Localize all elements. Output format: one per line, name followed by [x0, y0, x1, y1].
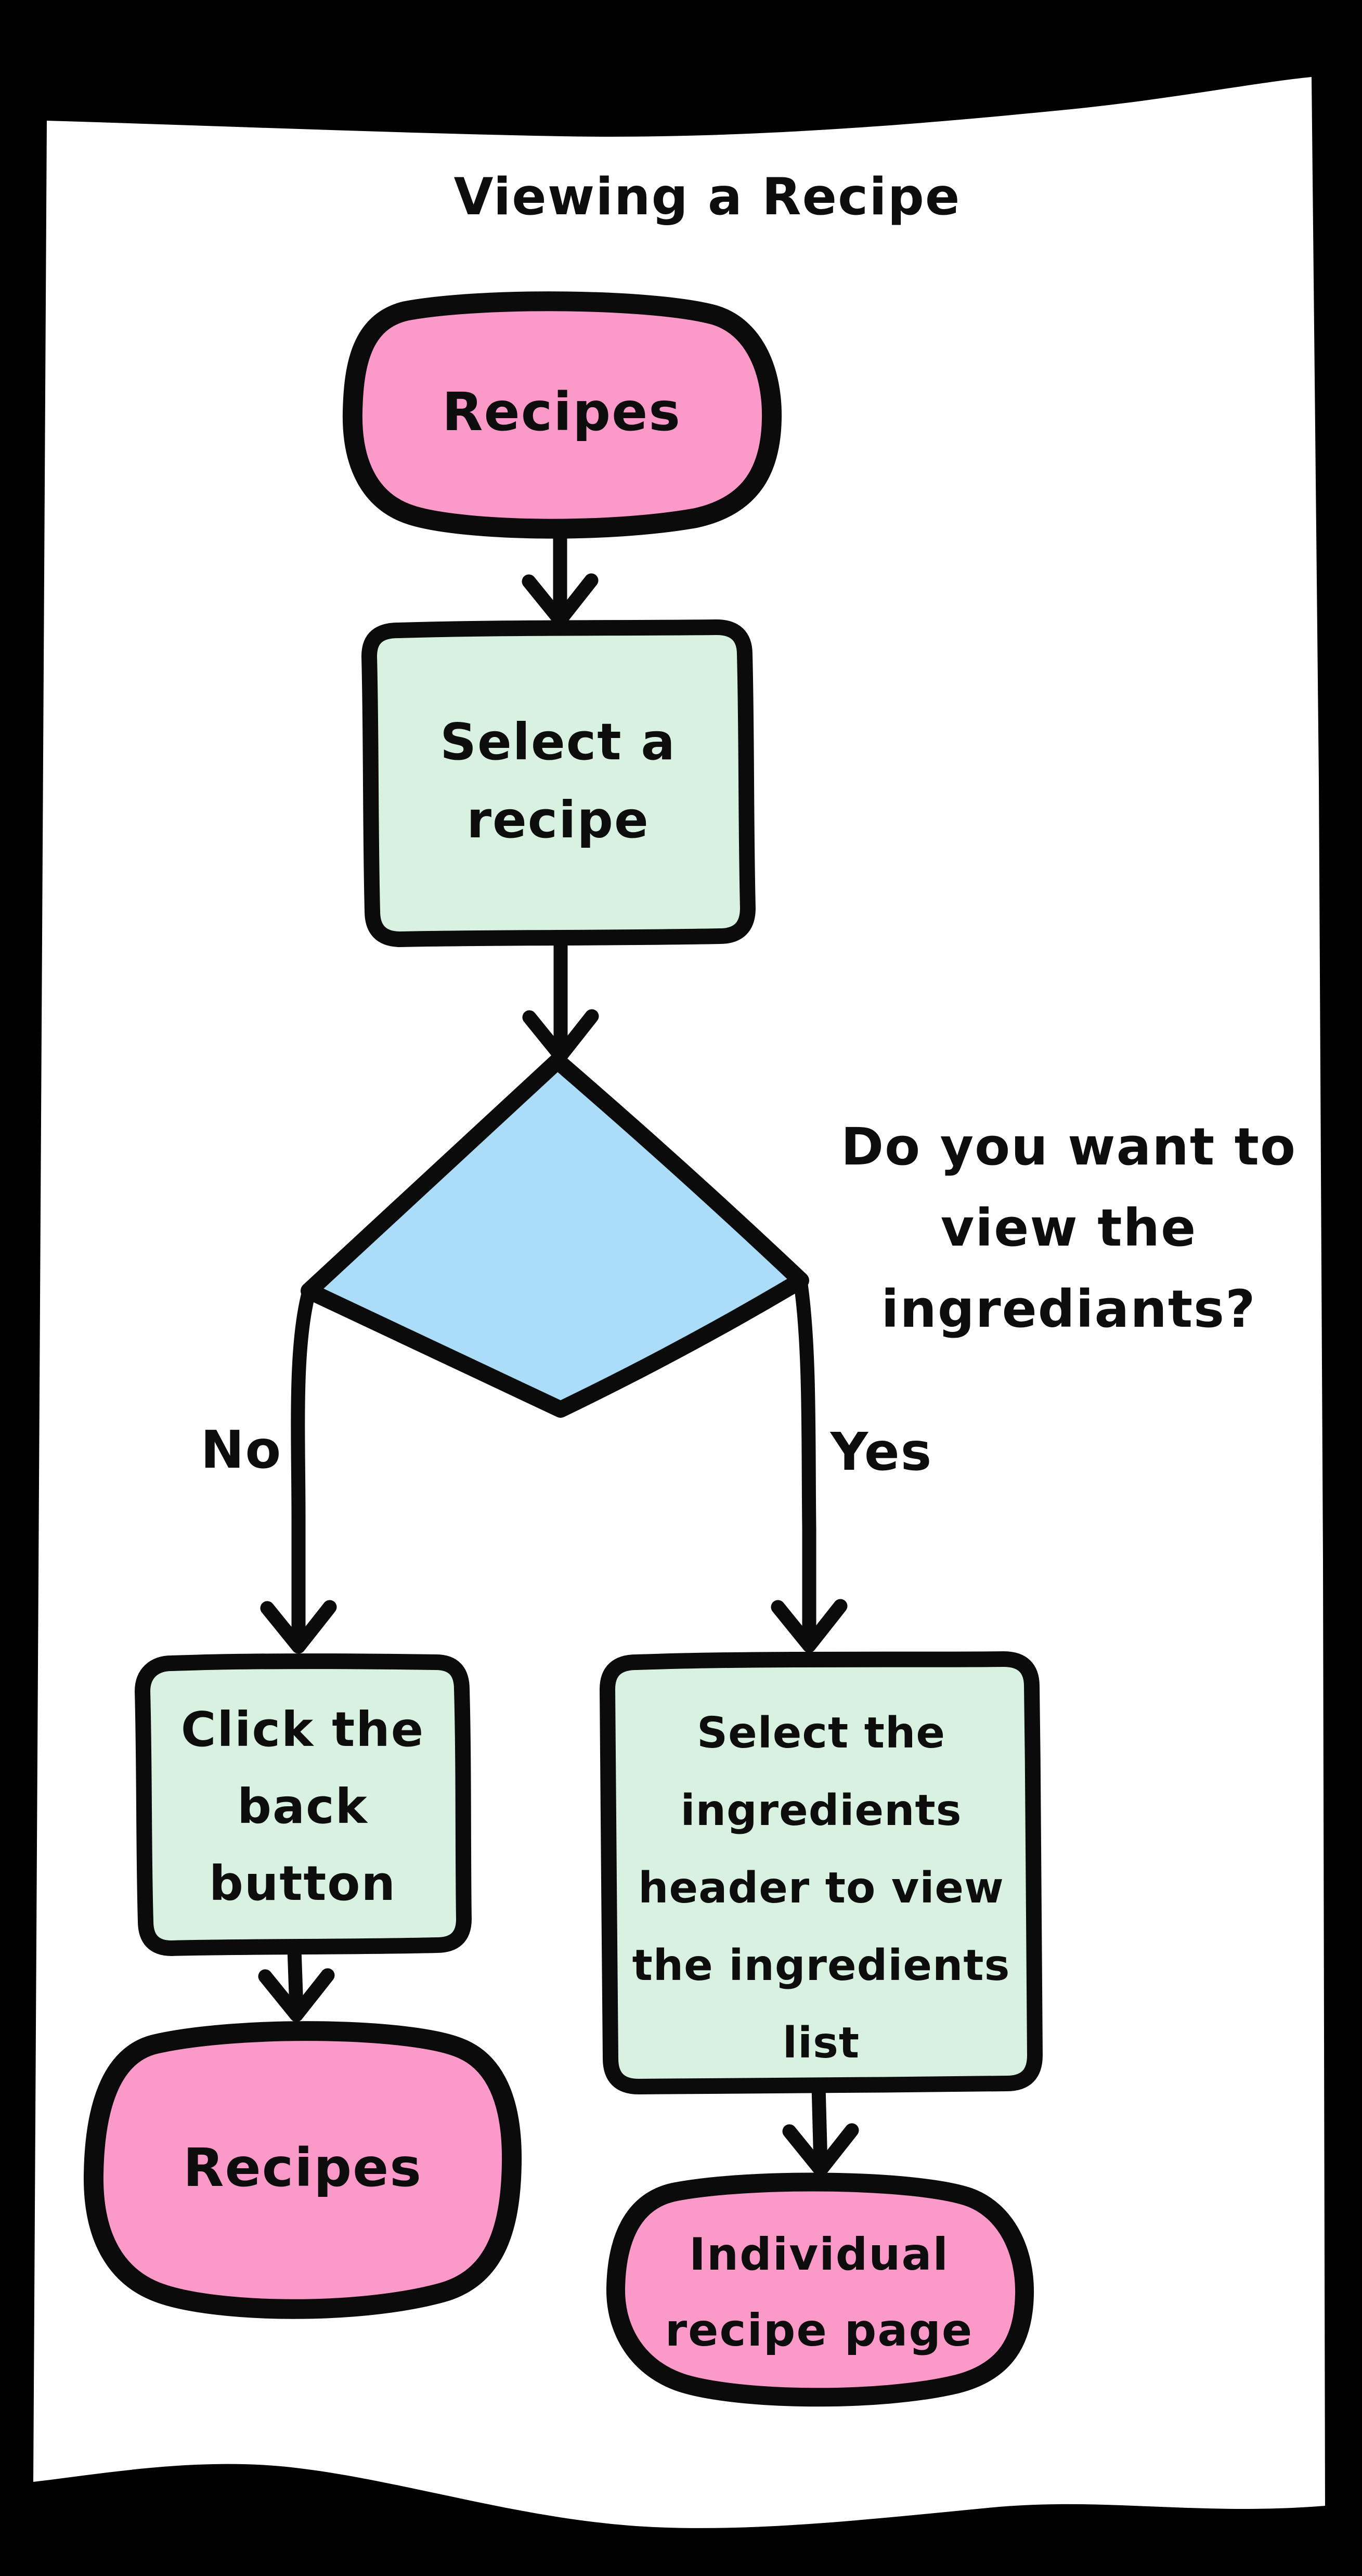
arrow-shaft	[287, 1942, 304, 2016]
ingredients-header-node-shape	[600, 1651, 1043, 2094]
arrow-shaft	[794, 1277, 816, 1649]
page-title: Viewing a Recipe	[445, 172, 970, 223]
arrow-shaft	[811, 2079, 828, 2172]
arrow-shaft	[291, 1289, 315, 1650]
individual-page-node-label: Individual recipe page	[665, 2229, 974, 2357]
individual-page-node-shape	[606, 2172, 1034, 2407]
arrow-head-icon	[771, 1599, 848, 1653]
arrow-ingredients-to-page	[782, 2079, 859, 2177]
branch-label-no: No	[200, 1419, 282, 1480]
decision-node-shape	[301, 1053, 809, 1418]
ingredients-header-node-label: Select the ingredients header to view th…	[632, 1708, 1010, 2068]
start-node-shape	[342, 291, 782, 539]
start-node-label: Recipes	[442, 381, 682, 443]
arrow-head-icon	[258, 1968, 335, 2022]
arrow-head-icon	[782, 2123, 859, 2177]
arrow-back-to-recipes	[258, 1942, 335, 2022]
select-recipe-node-label: Select a recipe	[440, 713, 676, 849]
recipes-return-node-label: Recipes	[183, 2137, 423, 2199]
decision-question: Do you want to view the ingrediants?	[840, 1117, 1297, 1339]
back-button-node-shape	[135, 1653, 472, 1956]
select-recipe-node-shape	[361, 619, 756, 947]
arrow-head-icon	[522, 573, 599, 627]
page-title-text: Viewing a Recipe	[453, 167, 961, 227]
back-button-node-label: Click the back button	[180, 1702, 425, 1911]
arrow-start-to-select	[522, 522, 599, 627]
branch-label-yes: Yes	[830, 1421, 933, 1482]
arrow-head-icon	[260, 1600, 337, 1654]
arrow-yes-branch	[771, 1277, 848, 1653]
arrow-no-branch	[260, 1289, 337, 1654]
recipes-return-node-shape	[83, 2021, 522, 2319]
